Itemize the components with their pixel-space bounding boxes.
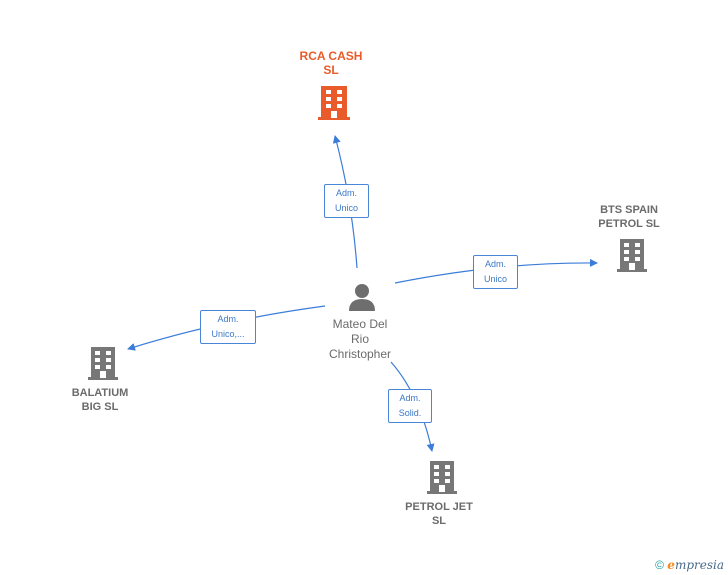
edge-label-to-petrol-jet[interactable]: Adm. Solid. [388,389,432,423]
building-icon[interactable] [427,461,457,494]
person-icon[interactable] [347,282,377,312]
edge-label-to-balatium[interactable]: Adm. Unico,... [200,310,256,344]
building-icon[interactable] [318,86,350,120]
node-label-rca-cash[interactable]: RCA CASH SL [299,49,363,77]
node-label-balatium-big[interactable]: BALATIUM BIG SL [71,387,129,413]
brand-initial: e [667,558,675,572]
node-label-mateo-del-rio[interactable]: Mateo Del Rio Christopher [328,317,392,361]
edge-label-to-bts[interactable]: Adm. Unico [473,255,518,289]
copyright-symbol: © [655,558,664,572]
footer-branding: © empresia [655,558,724,572]
building-icon[interactable] [88,347,118,380]
edge-label-to-main[interactable]: Adm. Unico [324,184,369,218]
brand-name: mpresia [674,558,724,572]
building-icon[interactable] [617,239,647,272]
node-label-bts-spain-petrol[interactable]: BTS SPAIN PETROL SL [598,204,660,230]
node-label-petrol-jet[interactable]: PETROL JET SL [405,501,473,527]
brand-logo[interactable]: empresia [667,558,724,572]
